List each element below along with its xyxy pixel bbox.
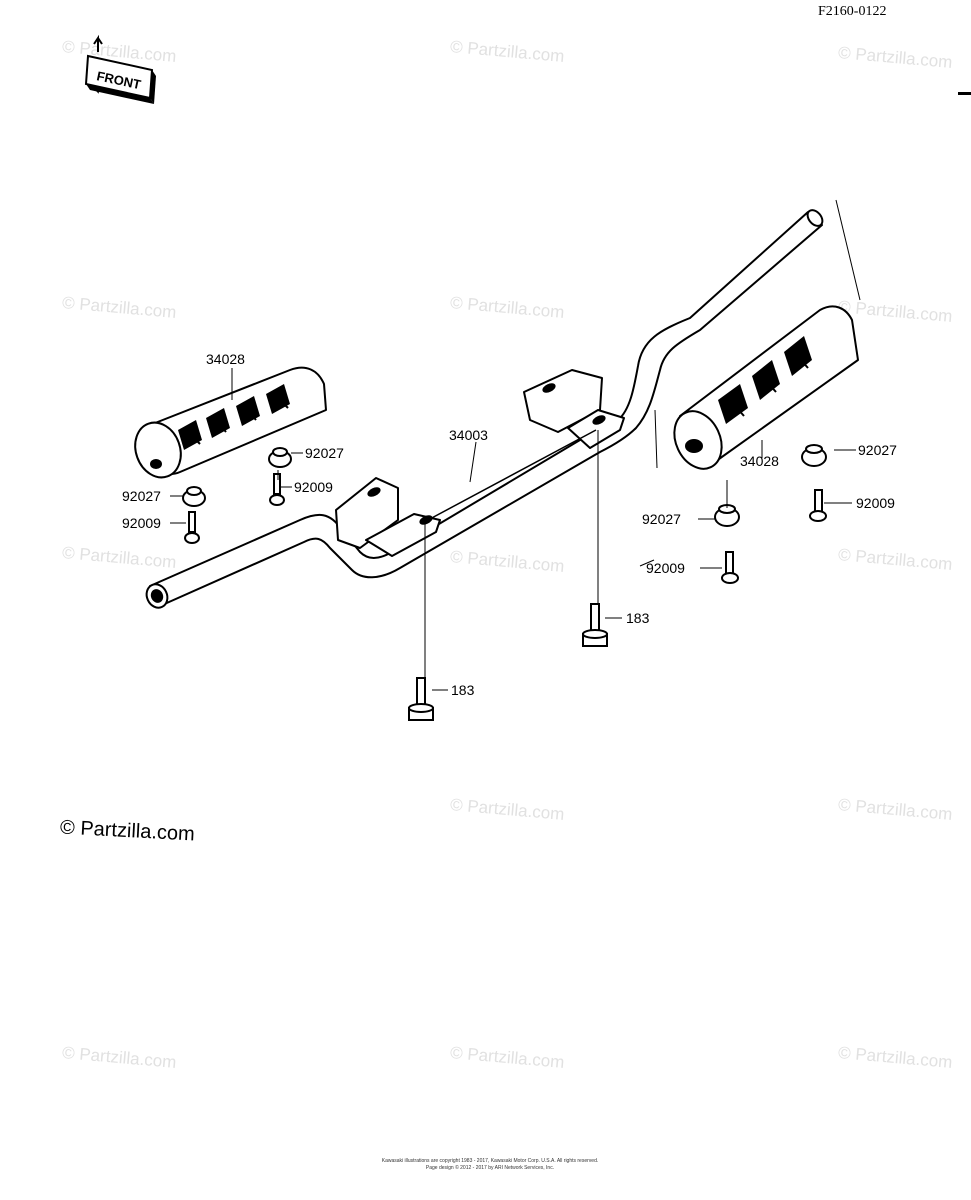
bolt-left-upper (269, 473, 285, 506)
bolt-right-lower (721, 551, 739, 584)
leader-lines (170, 368, 856, 691)
footer-page-design: Page design © 2012 - 2017 by ARI Network… (425, 1165, 555, 1171)
collar-left-upper (268, 447, 292, 468)
label-footrest-left: 34028 (206, 351, 245, 367)
part-labels: 34028 34003 92027 92009 92027 92009 3402… (122, 351, 897, 698)
label-mount-bolt-right: 183 (626, 610, 650, 626)
bolt-right-upper (809, 489, 827, 522)
alignment-lines (639, 199, 861, 567)
front-direction-badge: FRONT (84, 34, 156, 104)
label-collar-left-lower: 92027 (122, 488, 161, 504)
label-bolt-right-upper: 92009 (856, 495, 895, 511)
label-collar-right-upper: 92027 (858, 442, 897, 458)
bolt-left-lower (184, 511, 200, 544)
label-mount-bolt-left: 183 (451, 682, 475, 698)
mount-bolt-left (408, 677, 434, 721)
collar-left-lower (182, 486, 206, 507)
footrest-right-34028 (673, 305, 859, 470)
hardware-parts (182, 444, 827, 721)
label-bolt-left-upper: 92009 (294, 479, 333, 495)
label-collar-left-upper: 92027 (305, 445, 344, 461)
footrest-left-34028 (134, 366, 327, 479)
label-bolt-right-lower: 92009 (646, 560, 685, 576)
collar-right-lower (714, 504, 740, 527)
collar-right-upper (801, 444, 827, 467)
drawing-id: F2160-0122 (818, 4, 887, 19)
label-collar-right-lower: 92027 (642, 511, 681, 527)
label-bolt-left-lower: 92009 (122, 515, 161, 531)
edge-mark (958, 92, 971, 95)
label-bracket: 34003 (449, 427, 488, 443)
label-footrest-right: 34028 (740, 453, 779, 469)
arrow-up-icon (93, 34, 103, 52)
footer-copyright: Kawasaki illustrations are copyright 198… (381, 1158, 599, 1164)
footrest-bracket-34003 (145, 209, 824, 609)
arrow-down-icon (93, 86, 103, 94)
mount-bolt-right (582, 603, 608, 647)
